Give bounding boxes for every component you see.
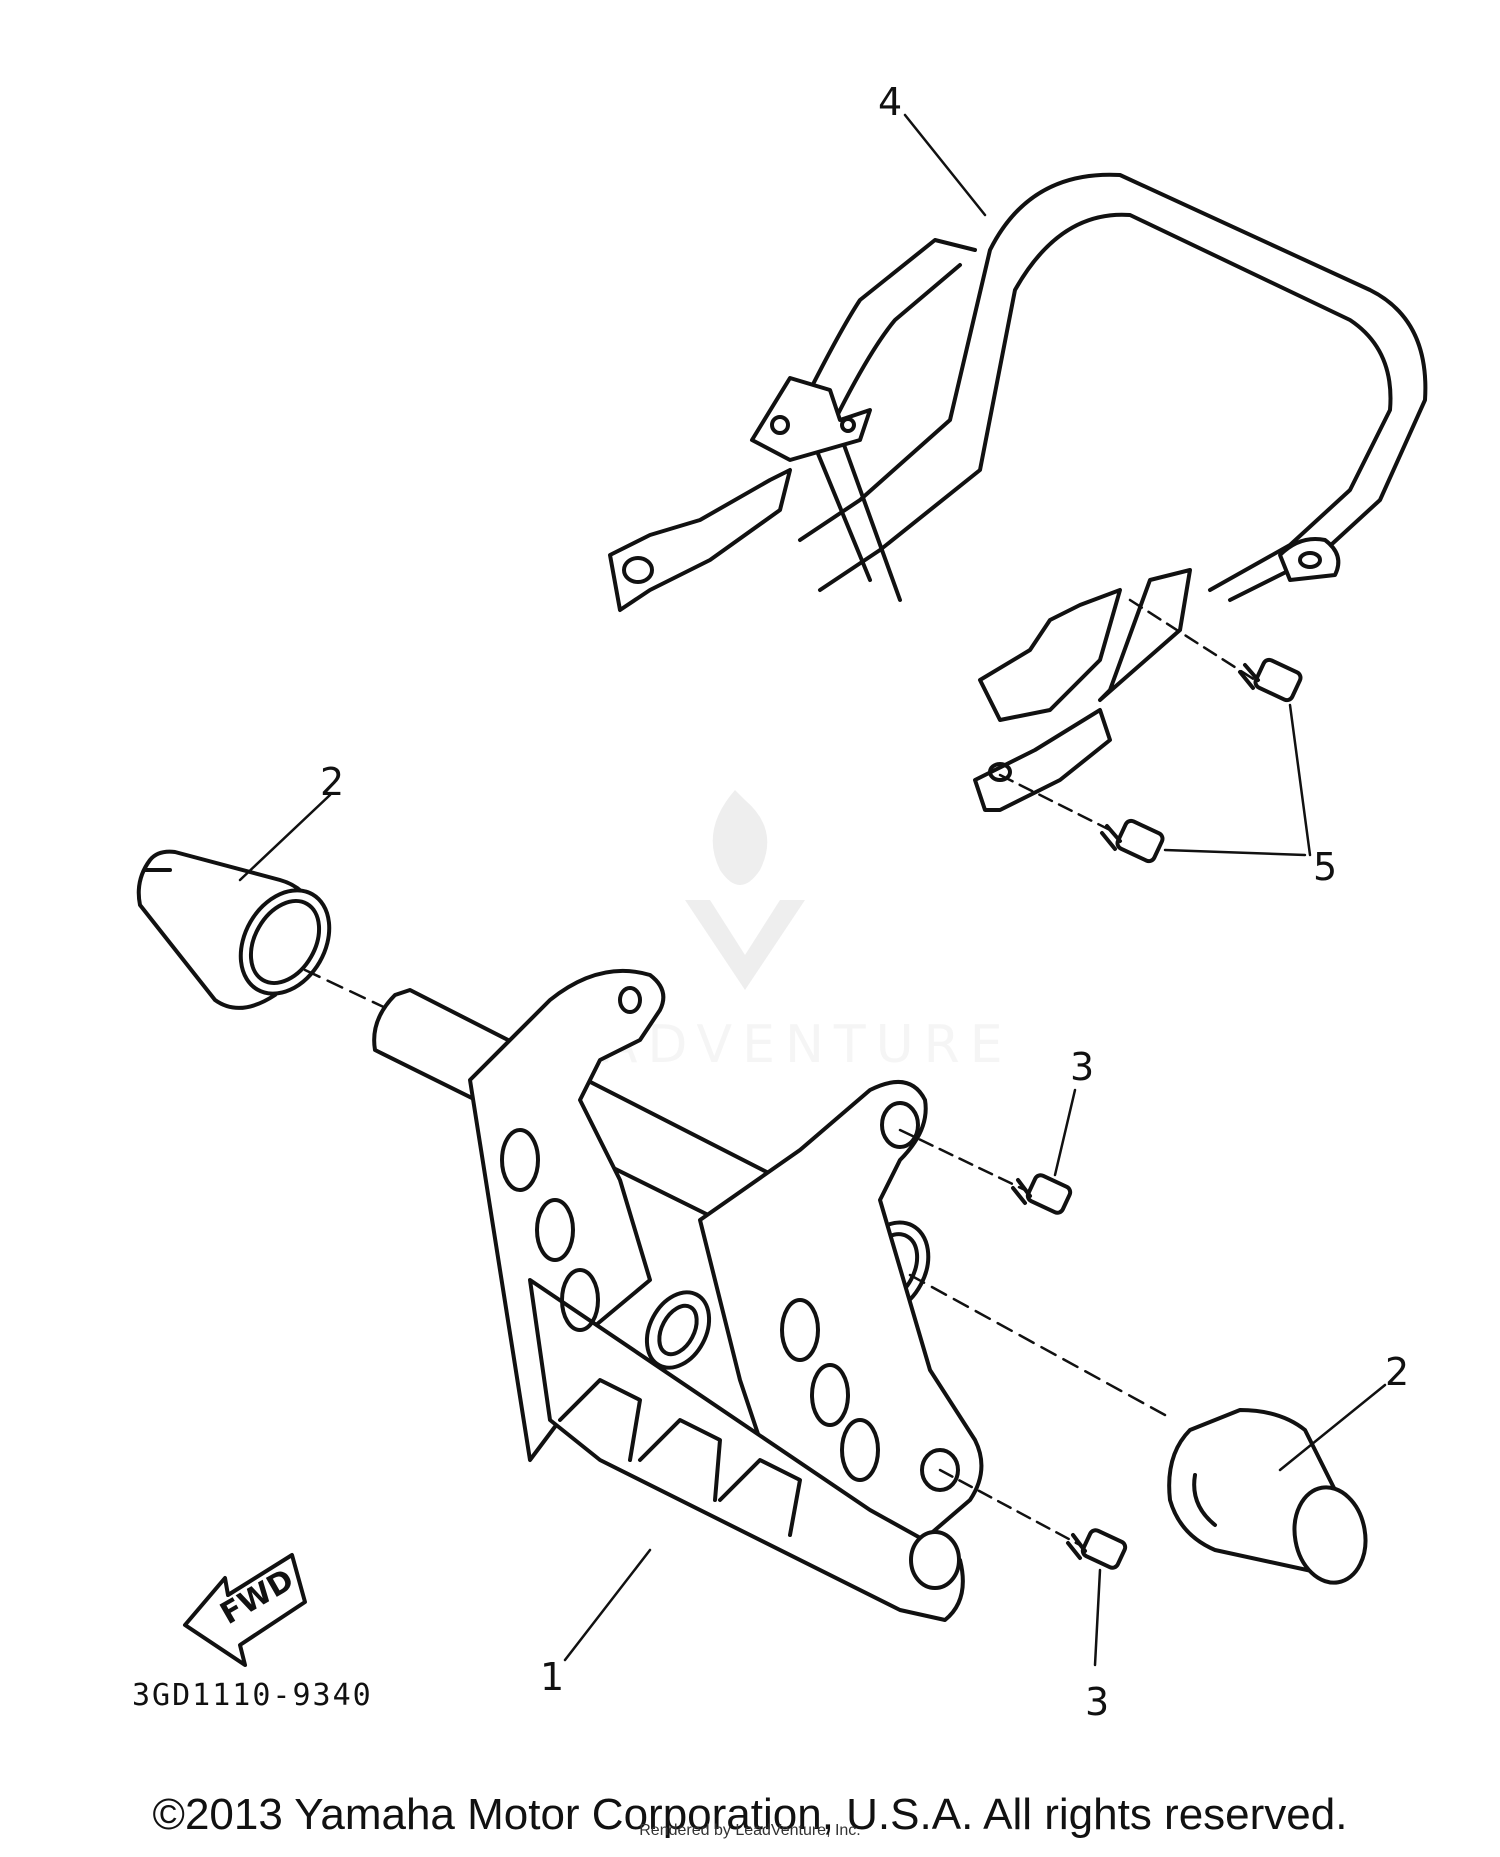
callout-2-right: 2 xyxy=(1385,1350,1409,1394)
bolt-upper-grabbar xyxy=(1238,657,1303,703)
callout-3-lower: 3 xyxy=(1085,1680,1109,1724)
callout-2-left: 2 xyxy=(320,760,344,804)
callout-3-upper: 3 xyxy=(1070,1045,1094,1089)
part-2-end-cap-right xyxy=(1167,1408,1368,1585)
diagram-part-code: 3GD1110-9340 xyxy=(132,1678,373,1713)
part-1-bumper-assembly xyxy=(372,968,984,1622)
bolt-upper-bumper xyxy=(1011,1173,1073,1215)
bolt-lower-bumper xyxy=(1066,1528,1128,1570)
copyright-notice: ©2013 Yamaha Motor Corporation, U.S.A. A… xyxy=(152,1790,1348,1839)
part-2-end-cap-left xyxy=(136,849,332,1010)
part-5-bolts xyxy=(998,598,1312,864)
part-3-bolts xyxy=(898,1088,1128,1667)
render-credit: Rendered by LeadVenture, Inc. xyxy=(639,1822,861,1839)
callout-1: 1 xyxy=(540,1655,564,1699)
bolt-lower-grabbar xyxy=(1100,818,1165,864)
callout-5: 5 xyxy=(1313,845,1337,889)
fwd-arrow-icon: FWD xyxy=(183,1553,307,1667)
leader-lines xyxy=(238,113,1387,1662)
part-4-grab-bar xyxy=(608,172,1428,812)
callout-4: 4 xyxy=(878,80,902,124)
